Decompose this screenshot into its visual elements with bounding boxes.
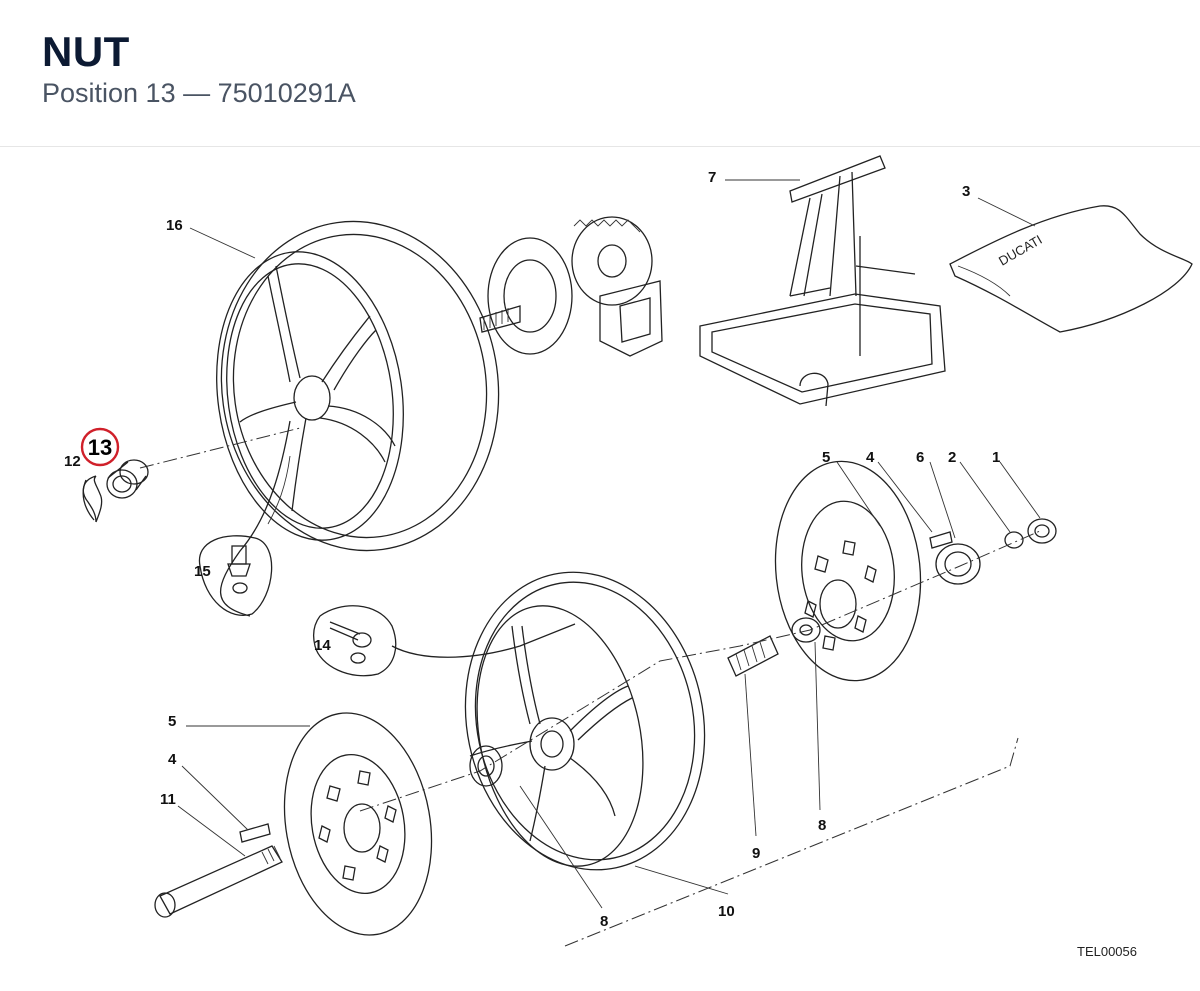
part-number: 75010291A [217, 78, 356, 108]
title-separator: — [183, 78, 211, 108]
rear-hub-sprocket-drawing [479, 216, 663, 357]
callout-5-left[interactable]: 5 [168, 713, 176, 730]
callout-3[interactable]: 3 [962, 183, 970, 200]
callout-10[interactable]: 10 [718, 903, 735, 920]
front-spacer-part-9 [727, 617, 821, 677]
valve-detail-15 [198, 420, 291, 617]
callout-1[interactable]: 1 [992, 449, 1000, 466]
callout-13-highlighted: 13 [88, 435, 112, 460]
callout-9[interactable]: 9 [752, 845, 760, 862]
front-right-brake-disc [774, 460, 922, 682]
callout-6[interactable]: 6 [916, 449, 924, 466]
part-title: NUT [42, 28, 130, 75]
callout-5-right[interactable]: 5 [822, 449, 830, 466]
callout-12[interactable]: 12 [64, 453, 81, 470]
callout-14[interactable]: 14 [314, 637, 331, 654]
callout-11[interactable]: 11 [160, 791, 176, 808]
front-wheel-drawing [464, 571, 706, 871]
drawing-reference-code: TEL00056 [1077, 944, 1137, 959]
highlight-circle-13[interactable]: 13 [80, 427, 120, 467]
callout-7[interactable]: 7 [708, 169, 716, 186]
callout-2[interactable]: 2 [948, 449, 956, 466]
front-axle-part-11 [154, 823, 283, 918]
rear-wheel-drawing [216, 220, 500, 552]
callout-4-right[interactable]: 4 [866, 449, 875, 466]
front-axle-hardware-right [929, 518, 1057, 585]
diagram-canvas: 13 DUCATI [64, 155, 1193, 959]
callout-labels: 7 3 16 12 15 14 5 4 6 2 1 5 4 11 9 8 8 1… [64, 169, 1000, 930]
paddock-stand-drawing [699, 155, 946, 407]
callout-15[interactable]: 15 [194, 563, 211, 580]
exploded-parts-diagram: 13 DUCATI [0, 146, 1200, 986]
part-subtitle: Position 13 — 75010291A [42, 78, 356, 109]
callout-8-right[interactable]: 8 [818, 817, 826, 834]
callout-4-left[interactable]: 4 [168, 751, 177, 768]
nut-part-13-drawing [106, 459, 149, 499]
callout-leader-lines [177, 179, 1041, 909]
position-label: Position 13 [42, 78, 176, 108]
stand-cover-drawing: DUCATI [949, 205, 1193, 333]
valve-detail-14 [313, 605, 576, 677]
front-left-brake-disc [283, 712, 433, 936]
clip-part-12-drawing [82, 475, 103, 523]
callout-8-left[interactable]: 8 [600, 913, 608, 930]
page-header: NUT Position 13 — 75010291A [0, 0, 1200, 147]
callout-16[interactable]: 16 [166, 217, 183, 234]
